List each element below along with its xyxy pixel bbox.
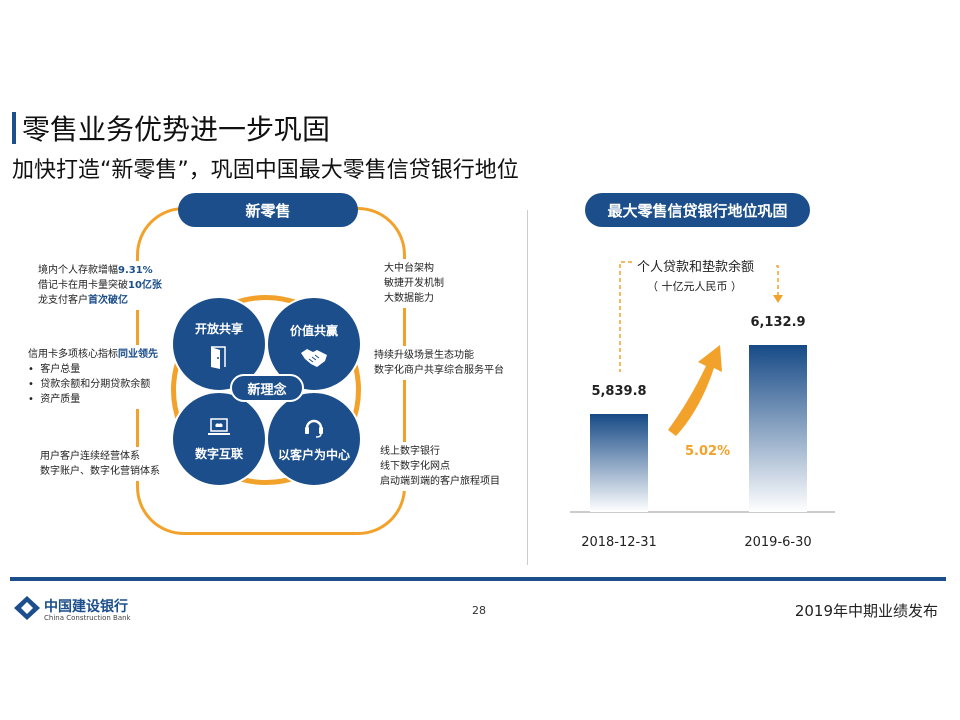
event-title: 2019年中期业绩发布: [794, 602, 938, 620]
metric-title: 个人贷款和垫款余额: [637, 260, 755, 275]
text: 信用卡多项核心指标: [28, 349, 118, 360]
panel-divider: [527, 210, 528, 565]
quadrant-open-sharing: 开放共享: [171, 296, 267, 392]
laptop-icon: [208, 417, 230, 435]
left-block-1: 境内个人存款增幅9.31% 借记卡在用卡量突破10亿张 龙支付客户首次破亿: [34, 261, 166, 310]
quadrant-label: 价值共赢: [289, 323, 338, 338]
ccb-logo-icon: [14, 596, 40, 620]
right-block-2: 持续升级场景生态功能 数字化商户共享综合服务平台: [370, 346, 508, 380]
door-icon: [211, 345, 226, 369]
right-block-1: 大中台架构 敏捷开发机制 大数据能力: [380, 259, 448, 308]
handshake-icon: [301, 348, 327, 367]
bullet-item: 客户总量: [40, 364, 81, 375]
text: 大中台架构: [384, 263, 434, 274]
highlight: 首次破亿: [88, 295, 128, 306]
growth-arrow-icon: [668, 345, 722, 436]
page-subtitle: 加快打造“新零售”，巩固中国最大零售信贷银行地位: [12, 158, 519, 183]
bar-value-label: 5,839.8: [591, 383, 647, 399]
title-accent-bar: [12, 112, 16, 144]
text: 线上数字银行: [380, 446, 440, 457]
text: 龙支付客户: [38, 295, 88, 306]
text: 持续升级场景生态功能: [374, 350, 474, 361]
bank-name-en: China Construction Bank: [44, 614, 131, 622]
bullet-item: 资产质量: [40, 394, 81, 405]
dashed-connector-left: [619, 261, 632, 372]
right-block-3: 线上数字银行 线下数字化网点 启动端到端的客户旅程项目: [376, 442, 504, 491]
bullet-item: 贷款余额和分期贷款余额: [40, 379, 151, 390]
bar-2018-12-31: [590, 413, 648, 512]
new-retail-header: 新零售: [178, 193, 358, 227]
quadrant-label: 开放共享: [194, 321, 243, 336]
retail-credit-header: 最大零售信贷银行地位巩固: [585, 193, 810, 227]
text: 借记卡在用卡量突破: [38, 280, 128, 291]
left-block-3: 用户客户连续经营体系 数字账户、数字化营销体系: [36, 447, 164, 481]
new-concept-badge: 新理念: [230, 374, 304, 402]
category-label: 2018-12-31: [581, 535, 657, 550]
growth-label: 5.02%: [685, 444, 731, 459]
orange-ring: [171, 295, 361, 485]
metric-unit: （ 十亿元人民币 ）: [647, 280, 742, 293]
highlight: 9.31%: [118, 265, 153, 276]
bar-value-label: 6,132.9: [750, 314, 806, 330]
arrowhead-icon: [773, 295, 783, 303]
bar-2019-6-30: [749, 344, 807, 512]
text: 用户客户连续经营体系: [40, 451, 140, 462]
quadrant-label: 以客户为中心: [277, 447, 350, 462]
bank-name-cn: 中国建设银行: [44, 599, 128, 615]
text: 大数据能力: [384, 293, 434, 304]
category-label: 2019-6-30: [744, 535, 812, 550]
page-title: 零售业务优势进一步巩固: [22, 113, 331, 146]
text: 启动端到端的客户旅程项目: [380, 476, 500, 487]
text: 数字账户、数字化营销体系: [40, 466, 160, 477]
text: 境内个人存款增幅: [38, 265, 118, 276]
headset-icon: [305, 419, 323, 438]
quadrant-label: 数字互联: [194, 446, 243, 461]
highlight: 10亿张: [128, 280, 162, 291]
footer-line: [10, 577, 946, 581]
left-block-2: 信用卡多项核心指标同业领先 • 客户总量 • 贷款余额和分期贷款余额 • 资产质…: [24, 345, 162, 409]
text: 线下数字化网点: [380, 461, 450, 472]
text: 敏捷开发机制: [384, 278, 444, 289]
page-number: 28: [472, 604, 486, 617]
text: 数字化商户共享综合服务平台: [374, 365, 504, 376]
dashed-connector-right: [776, 265, 779, 296]
quadrant-customer-centric: 以客户为中心: [266, 391, 362, 487]
highlight: 同业领先: [118, 349, 158, 360]
